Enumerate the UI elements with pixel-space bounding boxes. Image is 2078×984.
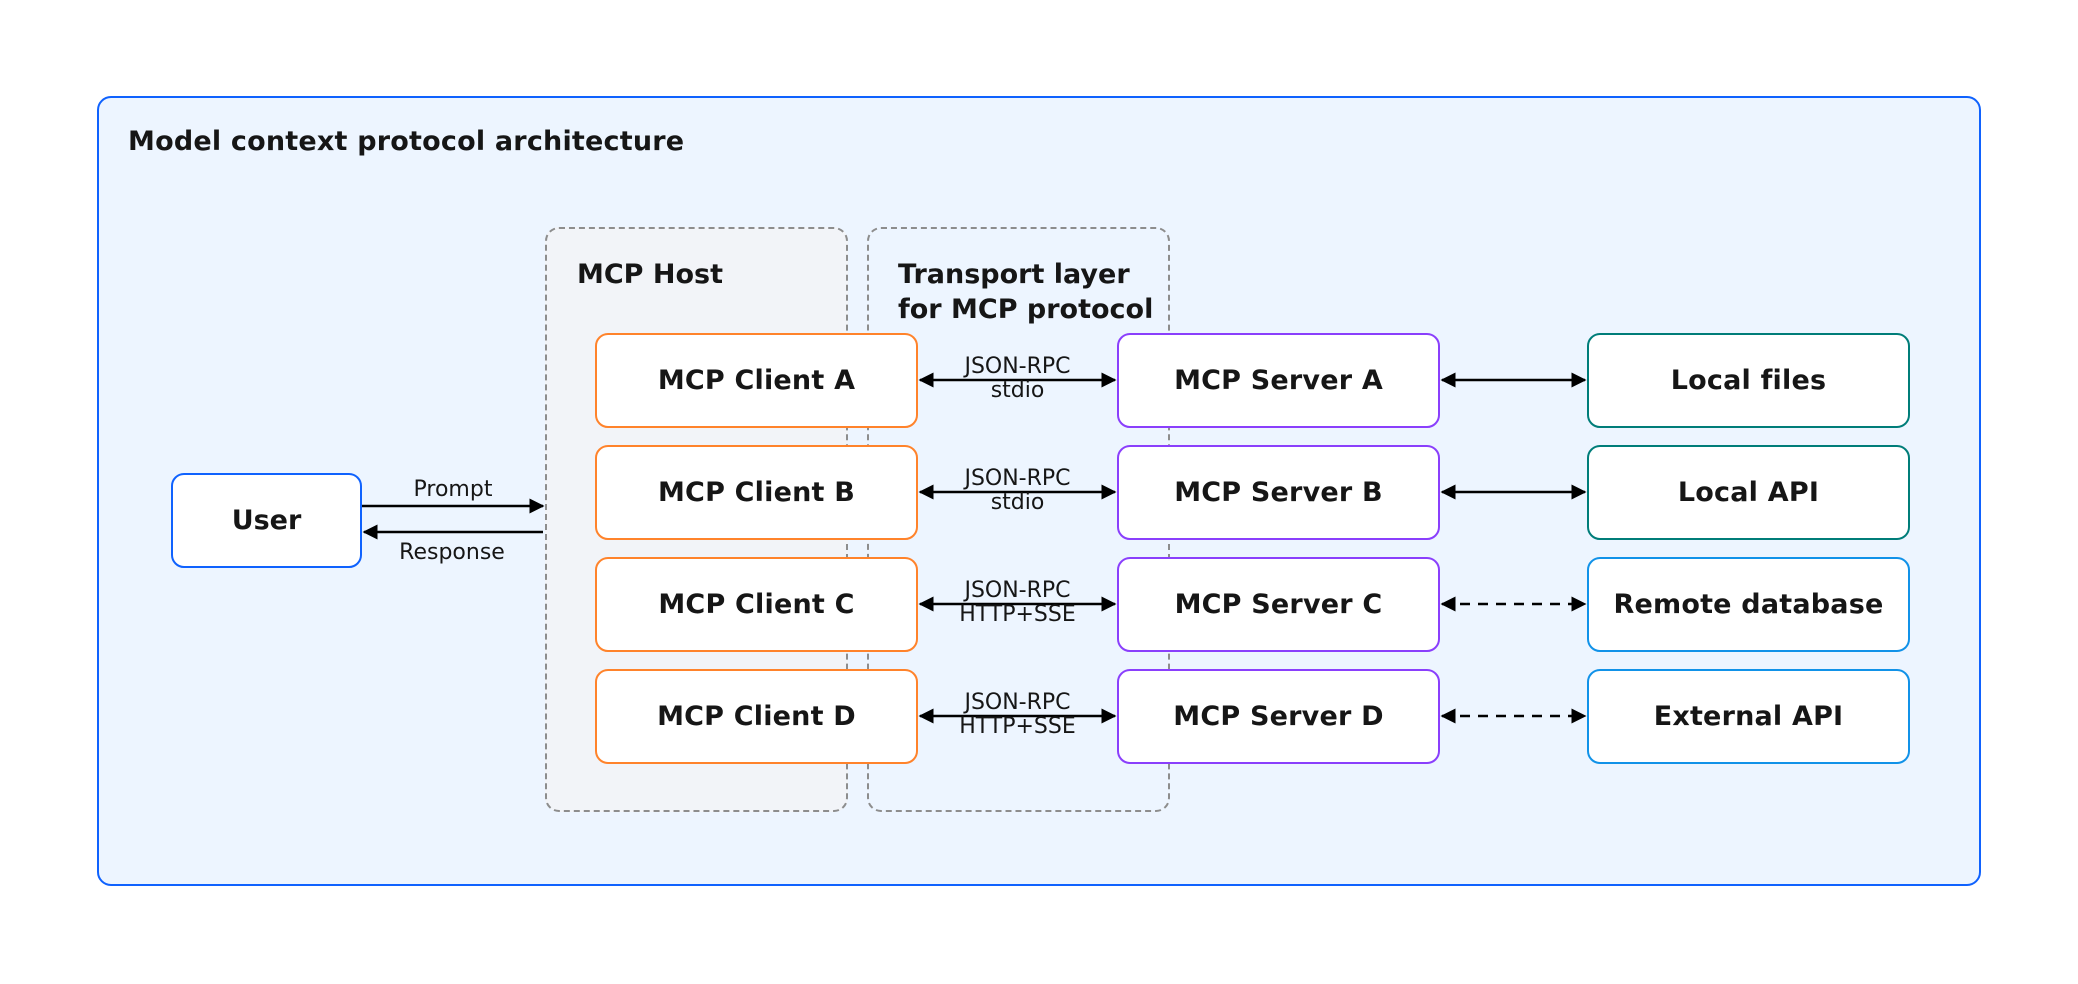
- prompt-label: Prompt: [413, 477, 493, 502]
- user-node: User: [171, 473, 362, 568]
- transport-name-d: HTTP+SSE: [959, 714, 1076, 739]
- resource-local-files: Local files: [1587, 333, 1910, 428]
- protocol-label-c: JSON-RPC HTTP+SSE: [940, 579, 1095, 627]
- protocol-label-a: JSON-RPC stdio: [940, 355, 1095, 403]
- mcp-client-a: MCP Client A: [595, 333, 918, 428]
- resource-external-api: External API: [1587, 669, 1910, 764]
- protocol-name-c: JSON-RPC: [964, 578, 1071, 603]
- protocol-name-a: JSON-RPC: [964, 354, 1071, 379]
- resource-remote-database: Remote database: [1587, 557, 1910, 652]
- mcp-client-b: MCP Client B: [595, 445, 918, 540]
- transport-name-b: stdio: [990, 490, 1045, 515]
- protocol-label-b: JSON-RPC stdio: [940, 467, 1095, 515]
- mcp-client-c: MCP Client C: [595, 557, 918, 652]
- transport-name-c: HTTP+SSE: [959, 602, 1076, 627]
- protocol-name-b: JSON-RPC: [964, 466, 1071, 491]
- response-label: Response: [399, 540, 505, 565]
- mcp-server-a: MCP Server A: [1117, 333, 1440, 428]
- diagram-title: Model context protocol architecture: [128, 126, 685, 157]
- mcp-host-label: MCP Host: [577, 259, 723, 290]
- mcp-server-d: MCP Server D: [1117, 669, 1440, 764]
- protocol-label-d: JSON-RPC HTTP+SSE: [940, 691, 1095, 739]
- transport-name-a: stdio: [990, 378, 1045, 403]
- protocol-name-d: JSON-RPC: [964, 690, 1071, 715]
- transport-layer-label: Transport layer for MCP protocol: [898, 259, 1154, 325]
- mcp-server-c: MCP Server C: [1117, 557, 1440, 652]
- resource-local-api: Local API: [1587, 445, 1910, 540]
- mcp-server-b: MCP Server B: [1117, 445, 1440, 540]
- mcp-client-d: MCP Client D: [595, 669, 918, 764]
